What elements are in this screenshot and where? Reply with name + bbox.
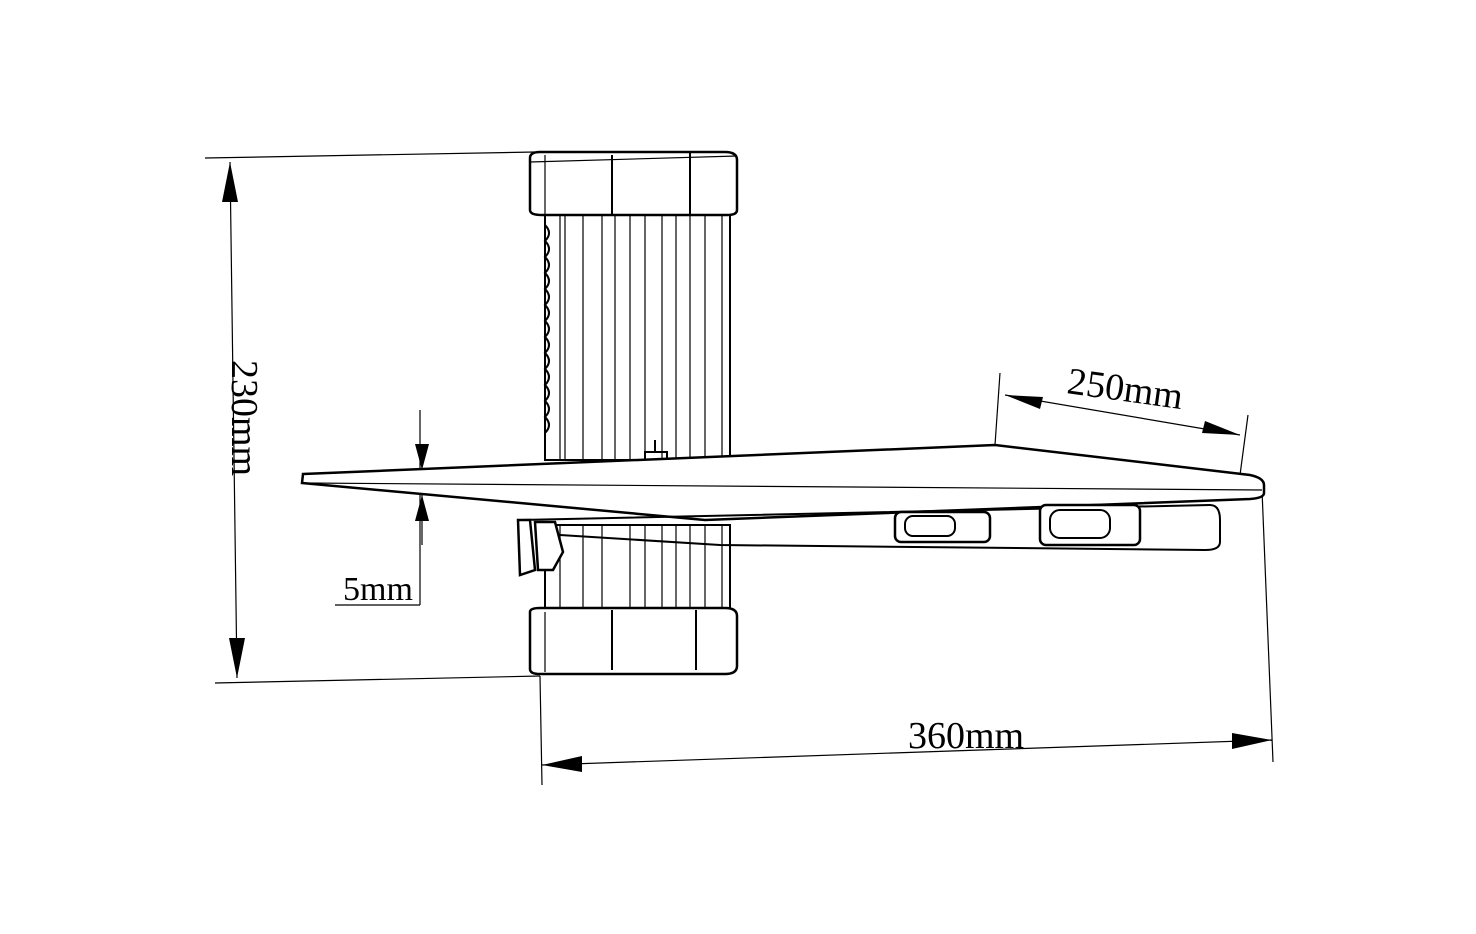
width-dimension-label: 360mm — [908, 715, 1024, 757]
height-dimension-label: 230mm — [223, 360, 265, 476]
column-bottom-cap — [528, 606, 739, 676]
thickness-dimension-label: 5mm — [343, 571, 413, 608]
extension-lines — [204, 151, 1274, 786]
dimension-arrows — [222, 161, 1273, 772]
vertical-column — [543, 209, 731, 614]
shelf-plate — [300, 443, 1266, 522]
shelf-underside-bracket — [516, 503, 1221, 577]
column-top-cap — [528, 150, 739, 217]
depth-dimension-label: 250mm — [1065, 360, 1186, 418]
